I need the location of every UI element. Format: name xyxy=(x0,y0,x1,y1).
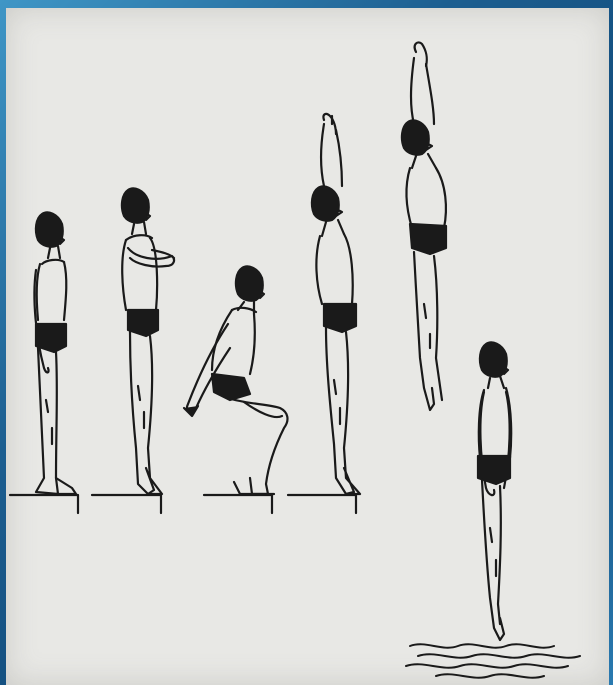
figure-4-arms-raised xyxy=(312,114,360,494)
platform-1 xyxy=(10,495,78,513)
figure-3-crouching xyxy=(184,266,287,494)
illustration-sheet xyxy=(6,8,609,685)
figure-2-arms-crossed xyxy=(122,188,174,494)
figure-6-entering-water xyxy=(478,342,511,640)
diving-sequence-illustration xyxy=(6,8,609,685)
figure-5-jumping xyxy=(402,42,446,410)
platform-3 xyxy=(204,495,272,513)
figure-1-standing xyxy=(34,212,76,494)
platform-2 xyxy=(92,495,161,513)
water-waves xyxy=(406,644,580,677)
platform-4 xyxy=(288,495,356,513)
